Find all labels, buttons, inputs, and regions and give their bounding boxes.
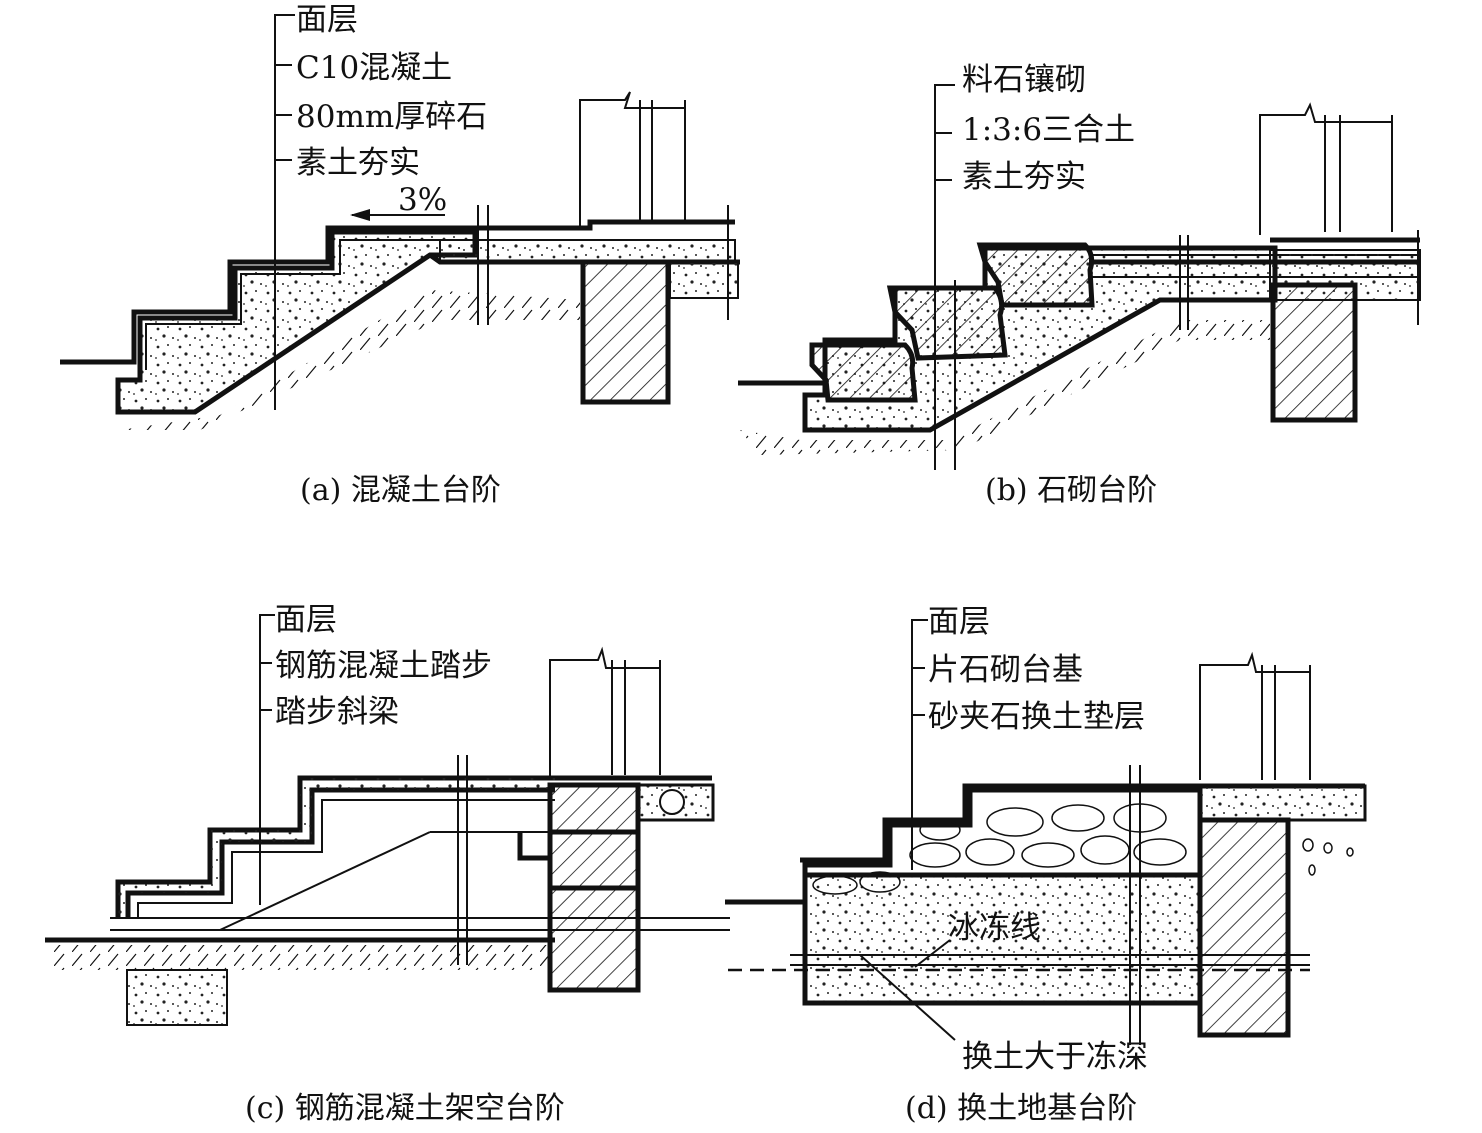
panel-a-label-0: 面层 [296,2,358,38]
panel-d-wall [1197,817,1291,1038]
panel-c-footing [126,969,228,1026]
panel-b-soil [740,320,1270,455]
panel-d-label-1: 片石砌台基 [928,652,1083,688]
panel-a-slope: 3% [398,182,447,218]
panel-b-stone-middle [886,285,1008,361]
panel-a-label-1: C10混凝土 [296,50,452,86]
panel-d-leader [911,619,928,870]
panel-c-label-2: 踏步斜梁 [275,694,399,730]
panel-c-caption: (c) 钢筋混凝土架空台阶 [245,1091,565,1126]
panel-b-leader [934,84,955,470]
panel-b-caption: (b) 石砌台阶 [985,473,1157,508]
panel-b-stone-stairs: 料石镶砌 1:3:6三合土 素土夯实 (b) 石砌台阶 [738,62,1421,508]
panel-c-wall-top [549,646,660,780]
panel-c-leader [259,614,275,905]
panel-a-wall [580,259,671,405]
panel-a-slope-arrow [350,209,370,221]
panel-b-label-1: 1:3:6三合土 [962,112,1135,148]
panel-a-concrete-body [115,229,478,415]
panel-a-caption: (a) 混凝土台阶 [300,473,501,508]
panel-c-label-0: 面层 [275,602,337,638]
panel-d-replaced-soil-stairs: 面层 片石砌台基 砂夹石换土垫层 冰冻线 换土大于冻深 (d) 换土地基台阶 [725,604,1367,1126]
panel-a-surface-layer [60,219,735,365]
panel-b-wall [1270,282,1358,423]
panel-a-label-2: 80mm厚碎石 [296,99,487,135]
panel-b-label-0: 料石镶砌 [962,62,1086,98]
panel-b-stone-lower [809,342,918,403]
panel-d-wall-top [1199,651,1310,780]
panel-b-wall-top [1259,102,1392,235]
panel-a-soil [120,290,580,430]
panel-d-label-2: 砂夹石换土垫层 [928,699,1145,735]
panel-a-label-3: 素土夯实 [296,145,420,181]
panel-a-slab [439,239,736,263]
panel-d-frost-line-label: 冰冻线 [948,910,1041,946]
panel-d-note-leader [859,954,956,1041]
panel-c-soil [50,945,550,970]
panel-d-pebbles [1302,838,1354,876]
panel-d-floor-slab [1198,784,1367,822]
panel-c-inclined-beam [219,831,431,931]
panel-a-concrete-stairs: 面层 C10混凝土 80mm厚碎石 素土夯实 3% (a) 混凝土台阶 [60,2,740,508]
panel-a-inner-line [145,239,596,370]
panel-d-note: 换土大于冻深 [962,1039,1148,1075]
panel-a-wall-top [579,91,685,228]
panel-c-label-1: 钢筋混凝土踏步 [275,648,492,684]
panel-d-surface [800,783,1365,863]
panel-d-label-0: 面层 [928,604,990,640]
panel-d-caption: (d) 换土地基台阶 [905,1091,1137,1126]
panel-c-rc-raised-stairs: 面层 钢筋混凝土踏步 踏步斜梁 (c) 钢筋混凝土架空台阶 [45,602,730,1126]
panel-b-label-2: 素土夯实 [962,159,1086,195]
panel-a-leader [274,14,295,410]
